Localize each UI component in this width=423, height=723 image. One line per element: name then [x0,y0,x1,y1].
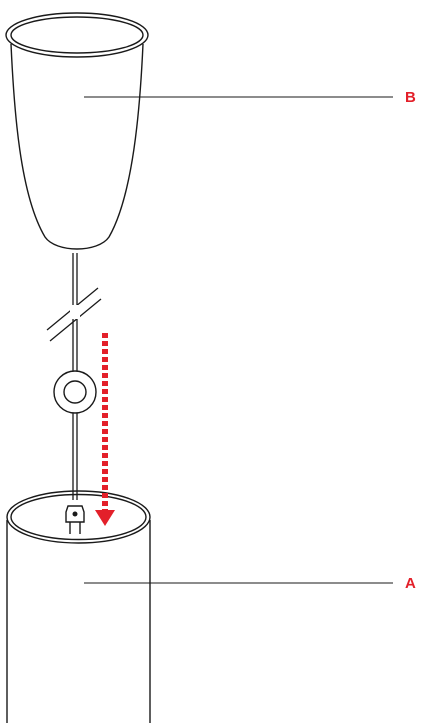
shade-outer-rim [5,12,149,58]
base-cylinder [6,490,151,723]
label-a: A [405,575,416,592]
lamp-shade [5,12,149,250]
plug-icon [65,505,85,534]
cable-ring-icon [53,370,97,414]
break-mark-icon [46,287,102,342]
base-top-inner [10,493,147,541]
base-top-rim [6,490,151,544]
shade-inner-rim [10,16,144,54]
arrow-down-icon [95,333,115,526]
shade-body [10,43,144,250]
label-b: B [405,89,416,106]
